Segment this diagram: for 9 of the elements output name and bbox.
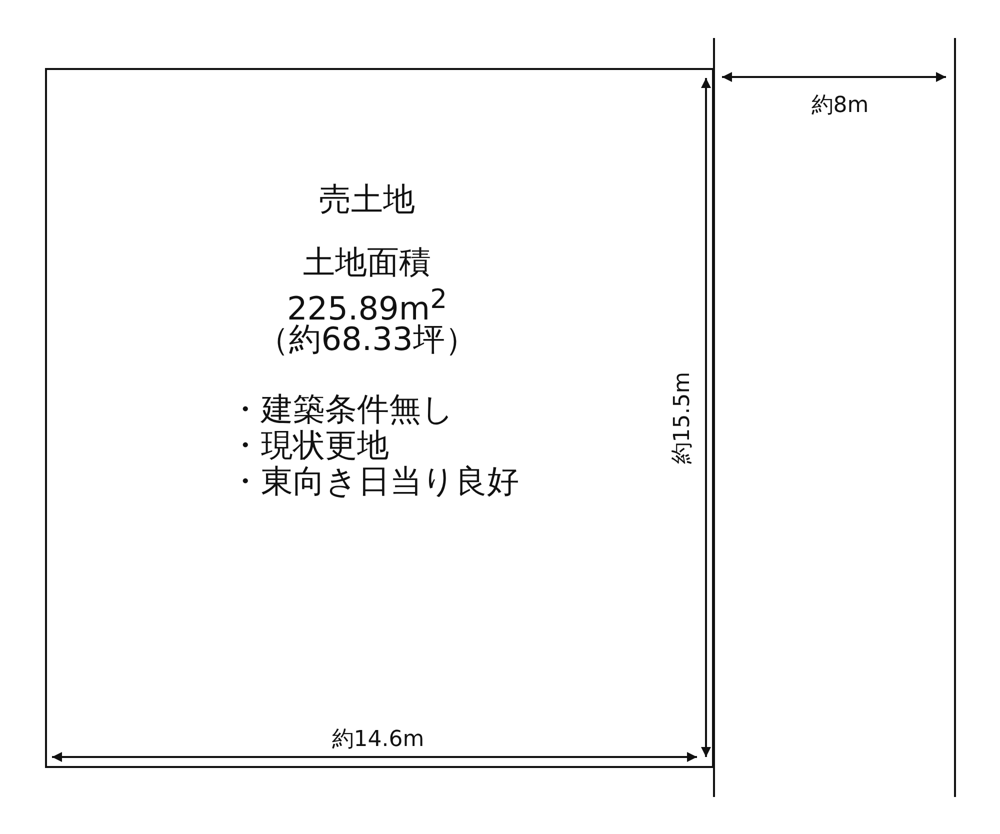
bullet-text: ・建築条件無し bbox=[229, 392, 454, 428]
area-text: 土地面積 bbox=[303, 245, 431, 280]
bullet-text: ・現状更地 bbox=[229, 428, 389, 464]
heading-text: 売土地 bbox=[319, 182, 415, 218]
dimension-label: 約15.5m bbox=[672, 372, 694, 464]
dimension-label: 約8m bbox=[811, 95, 869, 117]
dimension-label: 約14.6m bbox=[332, 729, 424, 751]
lot-boundary bbox=[45, 68, 714, 768]
bullet-text: ・東向き日当り良好 bbox=[229, 464, 519, 500]
